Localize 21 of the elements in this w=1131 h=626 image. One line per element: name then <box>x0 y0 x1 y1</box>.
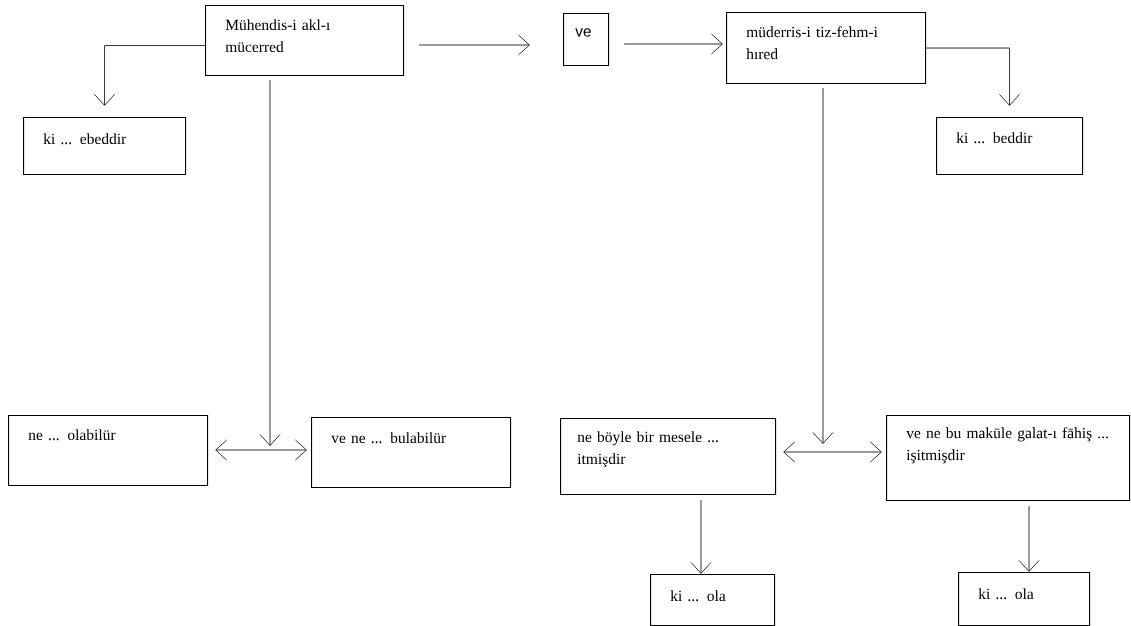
arrow <box>418 34 530 56</box>
arrow <box>259 79 281 446</box>
text-box: ki ... beddir <box>936 117 1084 176</box>
arrow <box>925 47 1020 106</box>
text-box: ve <box>563 13 610 67</box>
arrow <box>94 45 206 106</box>
text-box: ne böyle bir mesele ... itmişdir <box>560 418 777 496</box>
text-box: ki ... ola <box>650 574 776 626</box>
text-box: ki ... ola <box>958 572 1091 626</box>
text-box: ve ne bu makūle galat-ı fāhiş ... işitmişdir <box>886 415 1131 502</box>
text-box: müderris-i tiz-fehm-i hıred <box>726 12 927 85</box>
text-box: Mühendis-i akl-ı mücerred <box>205 5 405 77</box>
arrow <box>812 87 834 444</box>
arrow <box>783 441 882 463</box>
text-box: ve ne ... bulabilür <box>311 417 512 489</box>
arrow <box>623 33 723 55</box>
arrow <box>1018 505 1040 572</box>
text-box: ki ... ebeddir <box>23 117 187 176</box>
arrow <box>215 439 307 461</box>
text-box: ne ... olabilür <box>8 415 209 487</box>
arrow <box>690 499 712 574</box>
